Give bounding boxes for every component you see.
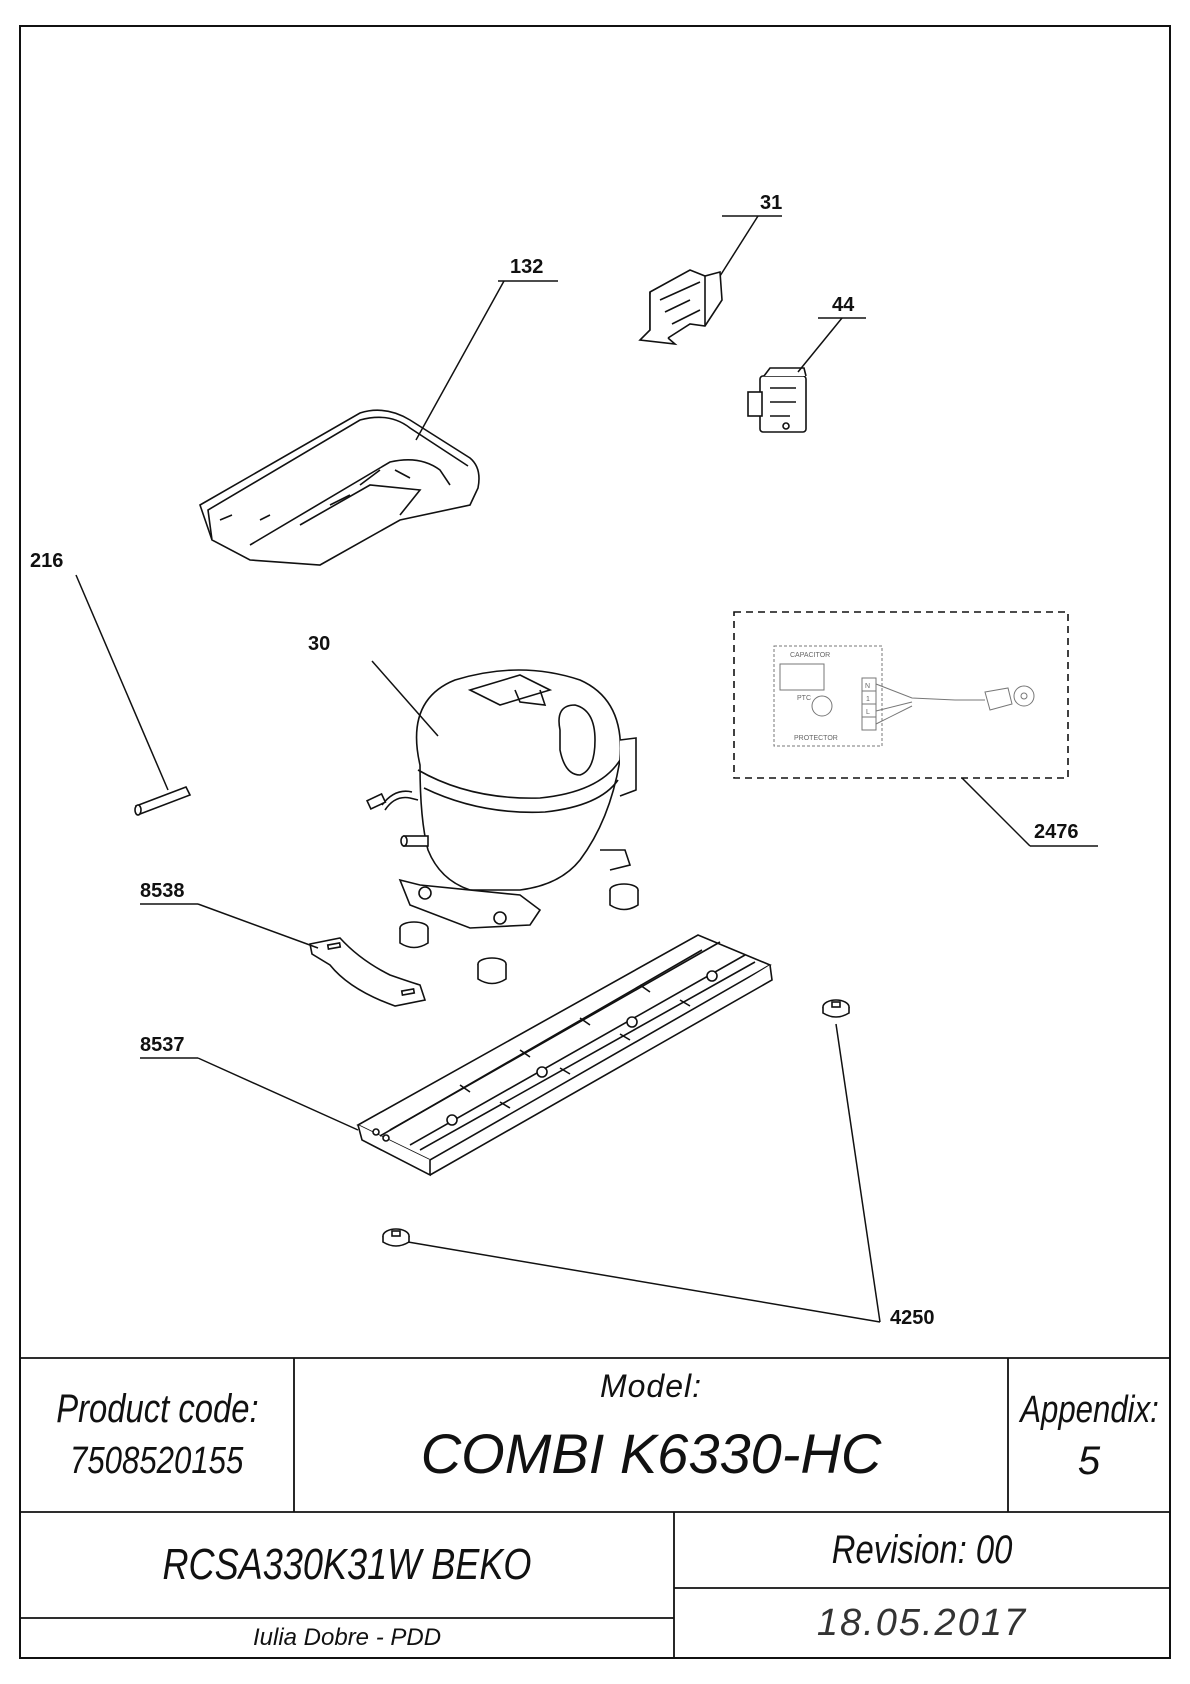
model-label: Model:	[599, 1368, 703, 1404]
drawing-frame	[19, 25, 1171, 1659]
part-216-pin	[134, 785, 192, 816]
leader-216	[75, 574, 169, 791]
schematic-label-protector: PROTECTOR	[794, 735, 838, 742]
callout-4250: 4250	[890, 1307, 935, 1329]
leader-2476	[961, 777, 1098, 847]
part-44-ptc-relay	[747, 367, 807, 433]
leader-8538	[140, 903, 319, 949]
leader-44	[797, 317, 866, 373]
schematic-label-n: N	[865, 683, 870, 690]
revision-cell: Revision: 00	[674, 1512, 1170, 1588]
part-2476-boundary	[733, 611, 1069, 779]
part-31-relay-cover	[638, 269, 723, 346]
schematic-labels: CAPACITOR PTC PROTECTOR N 1 L	[790, 652, 870, 742]
callout-8538: 8538	[140, 880, 185, 902]
callout-2476: 2476	[1034, 821, 1079, 843]
part-8538-strap	[309, 937, 427, 1007]
callout-8537: 8537	[140, 1034, 185, 1056]
schematic-label-ptc: PTC	[797, 695, 811, 702]
leader-30	[371, 660, 439, 737]
appendix-cell: Appendix: 5	[1008, 1358, 1170, 1512]
date-value: 18.05.2017	[816, 1602, 1028, 1644]
part-2476-wiring-schematic	[773, 645, 1035, 747]
schematic-label-l: L	[866, 709, 870, 716]
revision-value: Revision: 00	[831, 1528, 1013, 1572]
compressor-grommets	[399, 883, 639, 985]
appendix-label: Appendix:	[1019, 1389, 1159, 1431]
callout-30: 30	[308, 633, 330, 655]
leader-132	[415, 280, 558, 441]
variant-cell: RCSA330K31W BEKO	[20, 1512, 674, 1618]
callout-216: 216	[30, 550, 63, 572]
callout-132: 132	[510, 256, 543, 278]
part-8537-mounting-rails	[356, 934, 773, 1177]
model-cell: Model: COMBI K6330-HC	[294, 1358, 1008, 1512]
leader-8537	[140, 1057, 359, 1131]
leader-31	[719, 215, 782, 277]
schematic-label-capacitor: CAPACITOR	[790, 652, 830, 659]
appendix-value: 5	[1077, 1439, 1101, 1483]
part-30-compressor	[365, 669, 637, 929]
variant-value: RCSA330K31W BEKO	[162, 1540, 532, 1589]
product-code-cell: Product code: 7508520155	[20, 1358, 294, 1512]
title-block-grid	[20, 1357, 1170, 1658]
date-cell: 18.05.2017	[674, 1588, 1170, 1658]
product-code-value: 7508520155	[70, 1440, 244, 1482]
schematic-label-one: 1	[866, 696, 870, 703]
author-value: Iulia Dobre - PDD	[252, 1624, 442, 1651]
product-code-label: Product code:	[55, 1387, 259, 1431]
author-cell: Iulia Dobre - PDD	[20, 1618, 674, 1658]
callout-31: 31	[760, 192, 782, 214]
model-value: COMBI K6330-HC	[420, 1422, 882, 1485]
callout-44: 44	[832, 294, 855, 316]
leader-4250	[407, 1023, 881, 1323]
part-132-drip-tray	[199, 409, 480, 566]
